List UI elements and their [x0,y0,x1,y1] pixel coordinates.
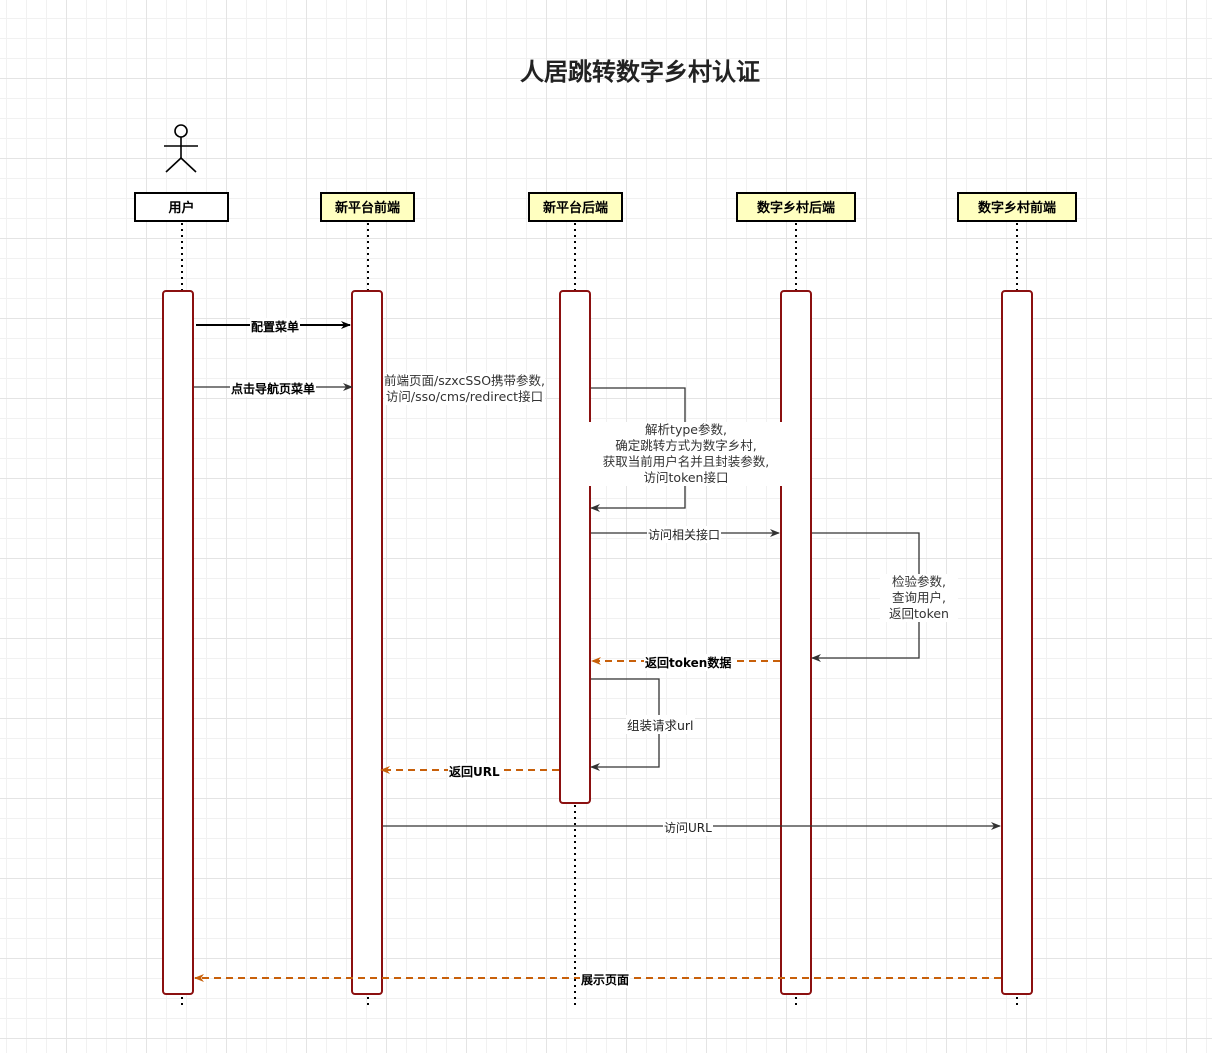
note-verify-params-line1: 检验参数, [892,574,946,589]
message-label-return-url: 返回URL [448,763,501,780]
note-parse-type-line2: 确定跳转方式为数字乡村, [615,438,757,453]
note-parse-type-line4: 访问token接口 [643,470,729,485]
diagram-title: 人居跳转数字乡村认证 [520,58,760,86]
participant-village-frontend: 数字乡村前端 [957,192,1077,222]
note-parse-type-line1: 解析type参数, [645,422,727,437]
note-verify-params: 检验参数, 查询用户, 返回token [880,574,958,622]
note-verify-params-line2: 查询用户, [892,590,946,605]
note-verify-params-line3: 返回token [889,606,949,621]
message-label-return-token: 返回token数据 [644,654,733,671]
activation-village-backend [780,290,812,995]
participant-user: 用户 [134,192,229,222]
activation-new-backend [559,290,591,804]
activation-new-frontend [351,290,383,995]
activation-user [162,290,194,995]
participant-village-backend: 数字乡村后端 [736,192,856,222]
message-label-frontend-redirect: 前端页面/szxcSSO携带参数, 访问/sso/cms/redirect接口 [384,373,546,405]
stick-figure-icon [164,124,198,173]
message-label-frontend-redirect-line1: 前端页面/szxcSSO携带参数, [384,373,546,388]
message-label-access-api: 访问相关接口 [647,526,722,543]
activation-village-frontend [1001,290,1033,995]
note-assemble-url: 组装请求url [626,715,695,734]
note-parse-type-line3: 获取当前用户名并且封装参数, [602,454,770,469]
participant-new-frontend: 新平台前端 [320,192,415,222]
message-label-click-nav: 点击导航页菜单 [230,380,317,397]
message-label-config-menu: 配置菜单 [250,318,301,335]
message-label-show-page: 展示页面 [580,971,631,988]
message-label-visit-url: 访问URL [663,819,713,836]
message-label-frontend-redirect-line2: 访问/sso/cms/redirect接口 [385,389,544,404]
note-parse-type: 解析type参数, 确定跳转方式为数字乡村, 获取当前用户名并且封装参数, 访问… [588,422,784,486]
participant-new-backend: 新平台后端 [528,192,623,222]
